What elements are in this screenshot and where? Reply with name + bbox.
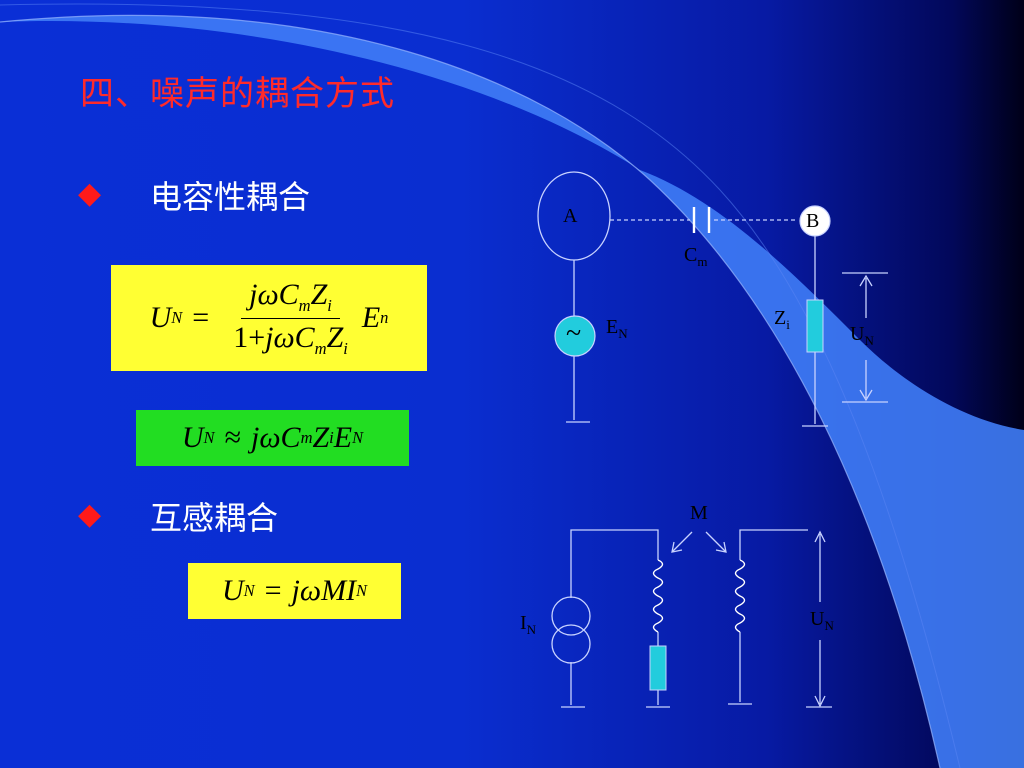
noise-source: [554, 315, 596, 357]
bullet-icon: ◆: [78, 497, 102, 532]
label-noise-source: EN: [606, 316, 628, 341]
section-capacitive-coupling: 电容性耦合: [150, 178, 311, 216]
source-tilde-icon: ~: [566, 318, 582, 349]
label-induced-voltage: UN: [810, 608, 834, 633]
load-resistor: [649, 645, 667, 691]
label-impedance: Zi: [774, 307, 790, 332]
bullet-icon: ◆: [78, 176, 102, 211]
label-mutual-inductance: M: [690, 502, 708, 524]
label-node-b: B: [806, 210, 820, 232]
label-noise-voltage: UN: [850, 323, 874, 348]
page-title: 四、噪声的耦合方式: [80, 74, 395, 114]
impedance-zi: [806, 299, 824, 353]
label-capacitance: Cm: [684, 244, 708, 269]
label-node-a: A: [563, 205, 578, 227]
label-noise-current: IN: [520, 612, 537, 637]
conductor-b: [799, 205, 831, 237]
section-mutual-inductance-coupling: 互感耦合: [150, 499, 279, 537]
